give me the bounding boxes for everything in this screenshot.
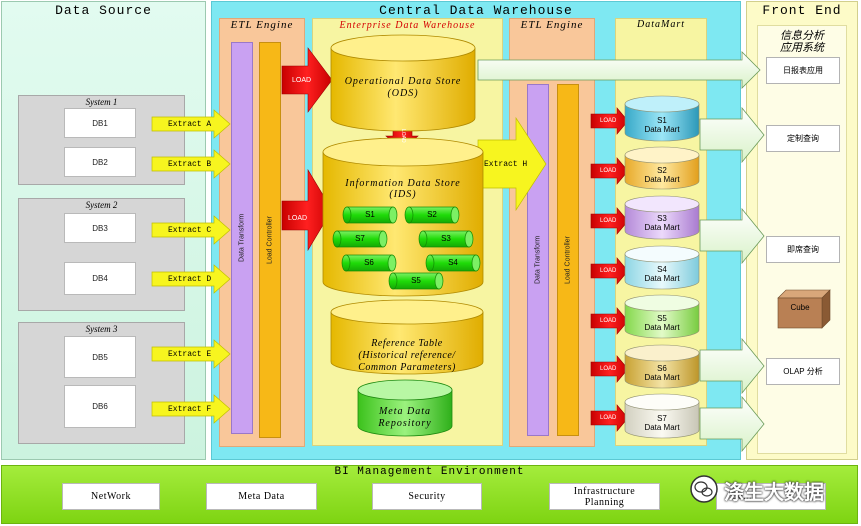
- mart-s5-sub: Data Mart: [644, 323, 680, 332]
- etl-engine-2-title: ETL Engine: [520, 19, 584, 31]
- subject-s4-label: S4: [448, 258, 458, 267]
- datamart-title: DataMart: [637, 19, 685, 30]
- db2-box: DB2: [64, 147, 136, 177]
- bi-metadata: Meta Data: [206, 483, 317, 510]
- system-3-title: System 3: [85, 324, 118, 334]
- ods-to-ids-label: LOAD: [400, 129, 406, 143]
- etl1-data-transform-bar: Data Transform: [231, 42, 253, 434]
- mart-s5-name: S5: [657, 314, 667, 323]
- reference-line-1: Reference Table: [371, 338, 443, 349]
- adhoc-query-app: 即席查询: [766, 236, 840, 263]
- metadata-line-1: Meta Data: [378, 406, 432, 417]
- ids-abbr: (IDS): [389, 189, 417, 200]
- system-1-title: System 1: [85, 97, 118, 107]
- etl-engine-1-title: ETL Engine: [230, 19, 294, 31]
- extract-d-label: Extract D: [168, 274, 212, 284]
- cube-label: Cube: [790, 303, 810, 312]
- bi-network: NetWork: [62, 483, 160, 510]
- load-ids-label: LOAD: [288, 214, 308, 222]
- mart-s1-name: S1: [657, 116, 667, 125]
- mart-load-label-4: LOAD: [600, 268, 617, 274]
- etl1-load-controller-bar: Load Controller: [259, 42, 281, 438]
- db1-box: DB1: [64, 108, 136, 138]
- mart-load-label-5: LOAD: [600, 318, 617, 324]
- mart-s1-sub: Data Mart: [644, 125, 680, 134]
- mart-s4-name: S4: [657, 265, 667, 274]
- mart-s6-sub: Data Mart: [644, 373, 680, 382]
- extract-c-label: Extract C: [168, 225, 212, 235]
- olap-analysis-app: OLAP 分析: [766, 358, 840, 385]
- subject-s7-label: S7: [355, 234, 365, 243]
- subject-s6-label: S6: [364, 258, 374, 267]
- ids-title: Information Data Store: [345, 178, 461, 189]
- front-end-title: Front End: [762, 3, 842, 18]
- mart-s2-sub: Data Mart: [644, 175, 680, 184]
- db3-box: DB3: [64, 213, 136, 243]
- subject-s5-label: S5: [411, 276, 421, 285]
- reference-line-2: (Historical reference/: [358, 350, 456, 361]
- subject-s2-label: S2: [427, 210, 437, 219]
- extract-b-label: Extract B: [168, 159, 212, 169]
- watermark-text: 涤生大数据: [724, 480, 824, 504]
- mart-load-label-1: LOAD: [600, 118, 617, 124]
- custom-query-app: 定制查询: [766, 125, 840, 152]
- extract-e-label: Extract E: [168, 349, 212, 359]
- reference-line-3: Common Parameters): [358, 362, 456, 373]
- bi-title: BI Management Environment: [334, 466, 525, 478]
- mart-s6-name: S6: [657, 364, 667, 373]
- extract-f-label: Extract F: [168, 404, 212, 414]
- etl2-load-controller-bar: Load Controller: [557, 84, 579, 436]
- front-end-subtitle-1: 信息分析: [780, 30, 824, 42]
- extract-a-label: Extract A: [168, 119, 212, 129]
- mart-load-label-7: LOAD: [600, 415, 617, 421]
- mart-load-label-2: LOAD: [600, 168, 617, 174]
- mart-s3-sub: Data Mart: [644, 223, 680, 232]
- front-end-subtitle-2: 应用系统: [780, 42, 824, 54]
- subject-s3-label: S3: [441, 234, 451, 243]
- ods-title: Operational Data Store: [344, 76, 462, 87]
- system-2-title: System 2: [85, 200, 118, 210]
- mart-s3-name: S3: [657, 214, 667, 223]
- mart-s7-sub: Data Mart: [644, 423, 680, 432]
- db4-box: DB4: [64, 262, 136, 295]
- mart-s2-name: S2: [657, 166, 667, 175]
- edw-title: Enterprise Data Warehouse: [339, 20, 476, 31]
- bi-item-5: Be...: [716, 483, 826, 510]
- bi-infrastructure-planning: Infrastructure Planning: [549, 483, 660, 510]
- db5-box: DB5: [64, 336, 136, 378]
- data-source-title: Data Source: [55, 3, 152, 18]
- db6-box: DB6: [64, 385, 136, 428]
- etl2-data-transform-bar: Data Transform: [527, 84, 549, 436]
- daily-report-app: 日报表应用: [766, 57, 840, 84]
- cdw-title: Central Data Warehouse: [379, 3, 573, 18]
- etl-engine-2-panel: [509, 18, 595, 447]
- mart-load-label-6: LOAD: [600, 366, 617, 372]
- bi-security: Security: [372, 483, 482, 510]
- load-ods-label: LOAD: [292, 76, 312, 84]
- mart-load-label-3: LOAD: [600, 218, 617, 224]
- mart-s4-sub: Data Mart: [644, 274, 680, 283]
- metadata-line-2: Repository: [378, 418, 432, 429]
- extract-h-label: Extract H: [484, 159, 528, 169]
- subject-s1-label: S1: [365, 210, 375, 219]
- ods-abbr: (ODS): [387, 88, 419, 99]
- mart-s7-name: S7: [657, 414, 667, 423]
